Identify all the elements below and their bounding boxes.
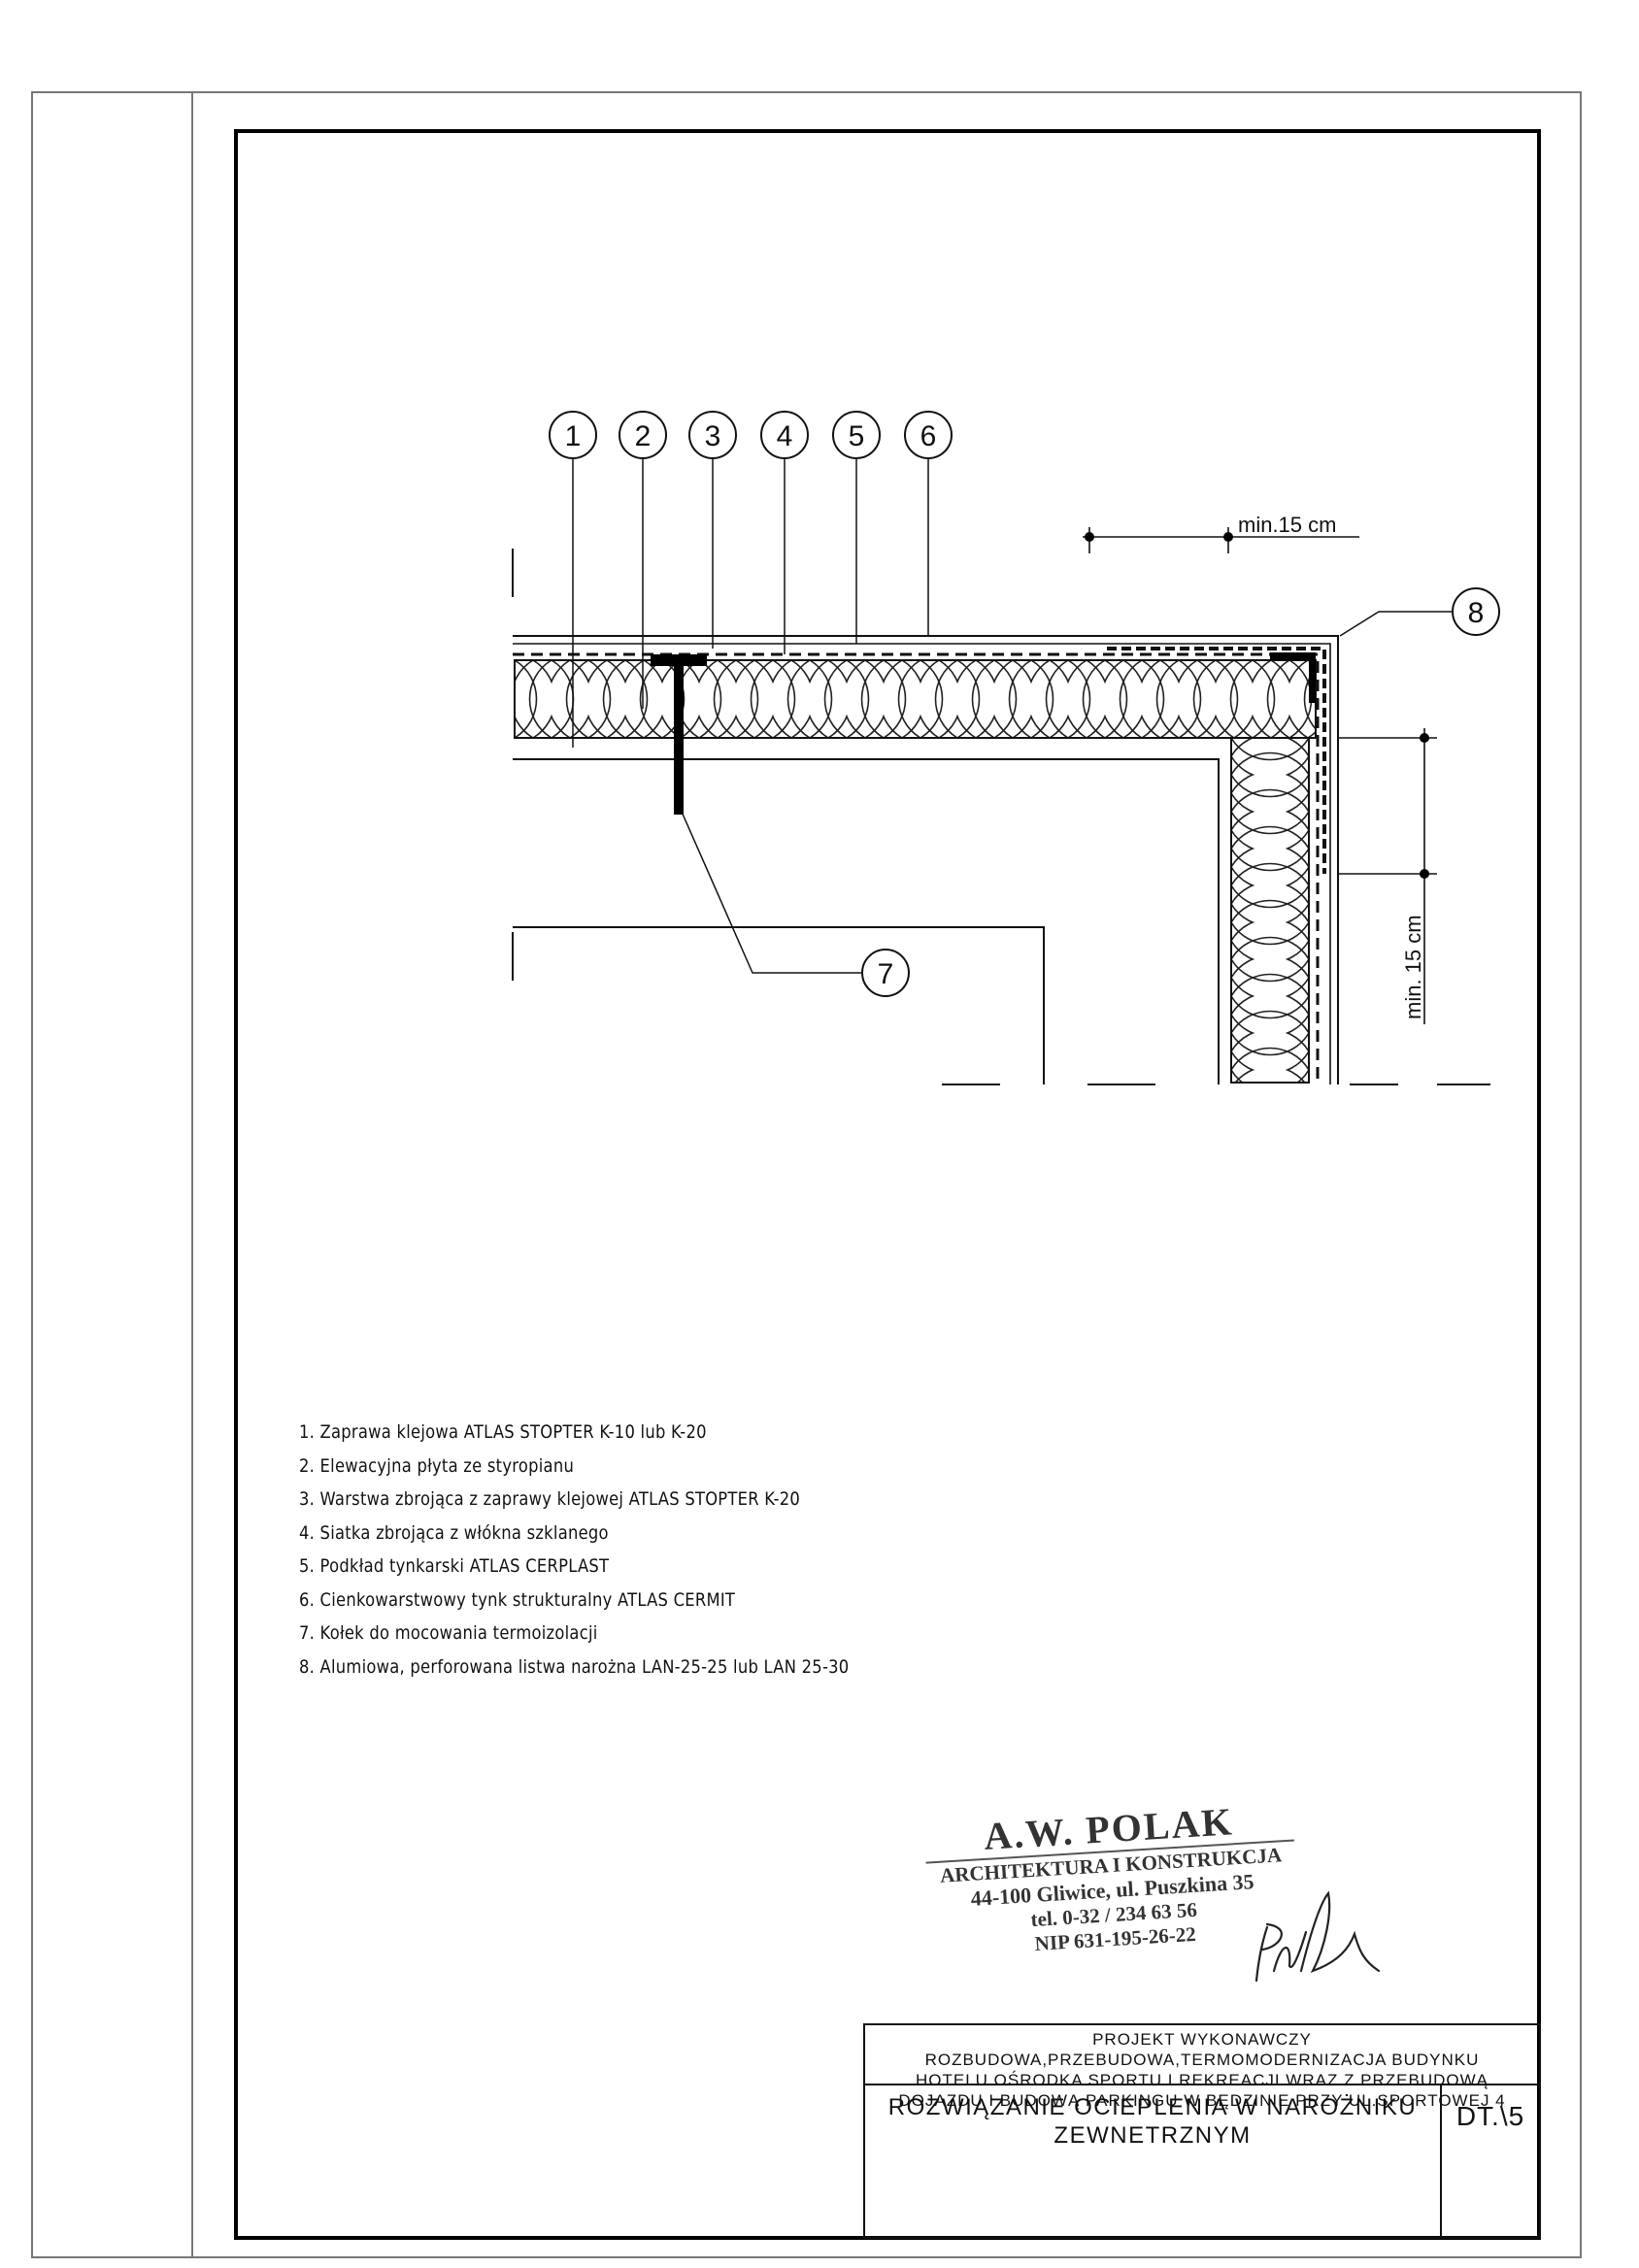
project-line: ROZBUDOWA,PRZEBUDOWA,TERMOMODERNIZACJA B… — [924, 2051, 1480, 2069]
wall-structure — [512, 549, 1490, 1085]
legend-item: 8. Alumiowa, perforowana listwa narożna … — [299, 1655, 850, 1678]
callout-4: 4 — [777, 420, 793, 452]
callout-7: 7 — [878, 958, 894, 990]
drawing-title: ROZWIĄZANIE OCIEPLENIA W NAROŻNIKU ZEWNE… — [864, 2093, 1441, 2150]
company-stamp: A.W. POLAK ARCHITEKTURA I KONSTRUKCJA 44… — [923, 1797, 1300, 1963]
callout-5: 5 — [849, 420, 865, 452]
callout-2: 2 — [635, 420, 652, 452]
drawing-number: DT.\5 — [1455, 2101, 1525, 2131]
legend-list: 1. Zaprawa klejowa ATLAS STOPTER K-10 lu… — [299, 1416, 849, 1684]
insulation-anchor — [651, 652, 1316, 815]
dimension-top-label: min.15 cm — [1238, 513, 1336, 537]
legend-item: 6. Cienkowarstwowy tynk strukturalny ATL… — [299, 1588, 736, 1611]
title-block-frame — [863, 2023, 1541, 2239]
callout-8: 8 — [1468, 597, 1485, 629]
legend-item: 4. Siatka zbrojąca z włókna szklanego — [299, 1521, 609, 1544]
legend-item: 7. Kołek do mocowania termoizolacji — [299, 1622, 598, 1644]
legend-item: 1. Zaprawa klejowa ATLAS STOPTER K-10 lu… — [299, 1421, 707, 1443]
drawing-title-line-2: ZEWNETRZNYM — [1054, 2122, 1252, 2149]
dimension-right-label: min. 15 cm — [1401, 915, 1425, 1019]
legend-item: 5. Podkład tynkarski ATLAS CERPLAST — [299, 1555, 610, 1577]
callout-circles — [549, 411, 1500, 997]
callout-numbers: 1 2 3 4 5 6 7 8 — [565, 420, 1485, 990]
legend-item: 3. Warstwa zbrojąca z zaprawy klejowej A… — [299, 1488, 801, 1510]
signature-mark — [1254, 1890, 1381, 1983]
callout-3: 3 — [705, 420, 721, 452]
sheet-frames — [31, 91, 1582, 2258]
project-line: HOTELU OŚRODKA SPORTU I REKREACJI WRAZ Z… — [915, 2071, 1489, 2089]
callout-6: 6 — [920, 420, 937, 452]
dimension-ticks — [1085, 532, 1429, 879]
title-block-project: PROJEKT WYKONAWCZY ROZBUDOWA,PRZEBUDOWA,… — [864, 2029, 1540, 2111]
callout-1: 1 — [565, 420, 582, 452]
drawing-title-line-1: ROZWIĄZANIE OCIEPLENIA W NAROŻNIKU — [887, 2094, 1418, 2120]
insulation-boards — [514, 659, 1317, 1084]
project-line: DOJAZDU I BUDOWĄ PARKINGU W BĘDZINIE PRZ… — [898, 2091, 1506, 2110]
legend-item: 2. Elewacyjna płyta ze styropianu — [299, 1454, 575, 1477]
project-type: PROJEKT WYKONAWCZY — [1092, 2030, 1312, 2049]
leader-lines — [572, 458, 1452, 974]
